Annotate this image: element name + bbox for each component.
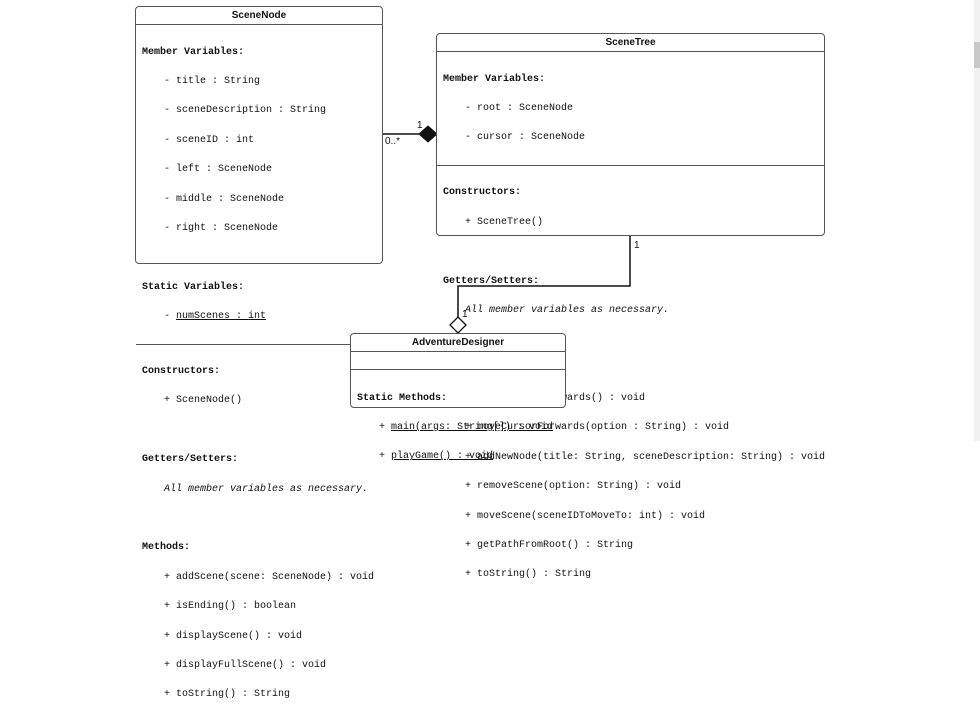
method: + isEnding() : boolean	[164, 601, 297, 613]
operations-section: Static Methods: + main(args: String[]) :…	[351, 370, 565, 484]
attributes-section-empty	[351, 352, 565, 370]
method: + toString() : String	[164, 689, 291, 701]
constructor: + SceneNode()	[164, 395, 243, 407]
constructor: + SceneTree()	[465, 216, 544, 228]
static-method-text: playGame() : void	[391, 451, 494, 463]
vertical-scrollbar[interactable]	[974, 0, 980, 441]
method: + moveCursorForwards(option : String) : …	[465, 422, 730, 434]
getters-note: All member variables as necessary.	[164, 483, 369, 495]
method: + getPathFromRoot() : String	[465, 540, 634, 552]
class-title: AdventureDesigner	[351, 334, 565, 352]
getters-note: All member variables as necessary.	[465, 304, 670, 316]
member-variables-header: Member Variables:	[142, 46, 245, 58]
method: + addScene(scene: SceneNode) : void	[164, 571, 375, 583]
constructors-header: Constructors:	[142, 366, 221, 378]
member-variable: - cursor : SceneNode	[465, 132, 586, 144]
member-variables-header: Member Variables:	[443, 73, 546, 85]
static-variable-text: numScenes : int	[176, 311, 267, 323]
static-method-text: main(args: String[]) : void	[391, 421, 554, 433]
multiplicity-aggregation-designer: 1	[462, 309, 468, 320]
attributes-section: Member Variables: - title : String - sce…	[136, 25, 382, 345]
getters-header: Getters/Setters:	[142, 454, 239, 466]
class-scene-tree[interactable]: SceneTree Member Variables: - root : Sce…	[436, 33, 825, 580]
member-variable: - sceneDescription : String	[164, 105, 327, 117]
method: + displayFullScene() : void	[164, 660, 327, 671]
static-variable: - numScenes : int	[142, 312, 376, 322]
static-method-prefix: +	[379, 421, 392, 433]
method: + moveScene(sceneIDToMoveTo: int) : void	[465, 510, 706, 522]
static-method-prefix: +	[379, 451, 392, 463]
method: + displayScene() : void	[164, 630, 303, 642]
static-methods-header: Static Methods:	[357, 392, 448, 404]
multiplicity-aggregation-tree: 1	[634, 240, 640, 251]
class-title: SceneTree	[437, 34, 824, 52]
static-variables-header: Static Variables:	[142, 281, 245, 293]
class-scene-node[interactable]: SceneNode Member Variables: - title : St…	[135, 6, 383, 700]
attributes-section: Member Variables: - root : SceneNode - c…	[437, 52, 824, 166]
operations-section: Constructors: + SceneNode() Getters/Sett…	[136, 345, 382, 722]
method: + toString() : String	[465, 569, 592, 581]
member-variable: - title : String	[164, 75, 261, 87]
getters-header: Getters/Setters:	[443, 275, 540, 287]
member-variable: - left : SceneNode	[164, 164, 273, 176]
constructors-header: Constructors:	[443, 187, 522, 199]
member-variable: - sceneID : int	[164, 134, 255, 146]
aggregation-line	[457, 236, 631, 317]
member-variable: - right : SceneNode	[164, 222, 279, 234]
class-adventure-designer[interactable]: AdventureDesigner Static Methods: + main…	[350, 333, 566, 462]
class-title: SceneNode	[136, 7, 382, 25]
static-method: + playGame() : void	[357, 452, 559, 462]
static-method: + main(args: String[]) : void	[357, 421, 559, 433]
multiplicity-composition-one: 1	[417, 120, 423, 131]
member-variable: - middle : SceneNode	[164, 193, 285, 205]
scrollbar-thumb[interactable]	[974, 42, 980, 68]
methods-header: Methods:	[142, 542, 191, 554]
connector-layer	[383, 125, 631, 334]
member-variable: - root : SceneNode	[465, 102, 574, 114]
static-prefix: -	[164, 311, 177, 323]
multiplicity-composition-many: 0..*	[385, 136, 401, 147]
